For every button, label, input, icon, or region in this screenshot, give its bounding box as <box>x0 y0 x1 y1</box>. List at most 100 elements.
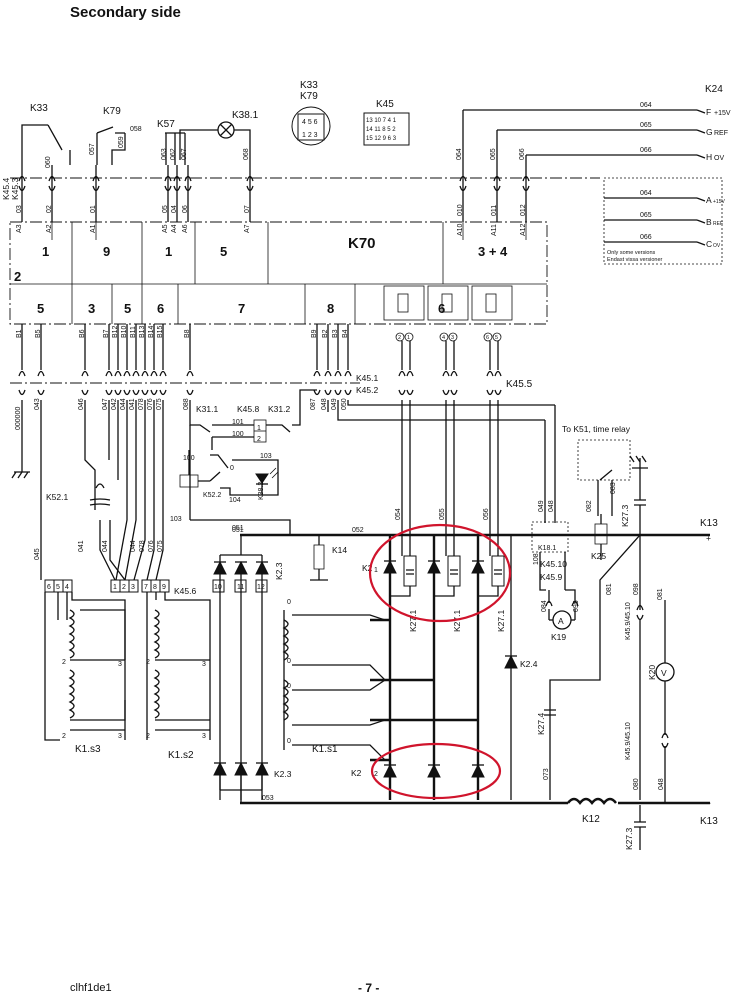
svg-text:A10: A10 <box>457 223 464 236</box>
k2-label-bottom: K2 <box>351 768 362 778</box>
svg-text:B: B <box>706 217 712 227</box>
k24-label: K24 <box>705 84 723 95</box>
svg-text:045: 045 <box>34 548 41 560</box>
page-title: Secondary side <box>70 4 181 21</box>
k52-1-transformer-wires <box>40 400 164 620</box>
svg-text:047: 047 <box>102 398 109 410</box>
svg-text:6: 6 <box>486 335 489 341</box>
svg-text:011: 011 <box>491 205 498 216</box>
svg-text:0: 0 <box>287 599 291 606</box>
svg-text:101: 101 <box>232 419 244 426</box>
svg-text:066: 066 <box>640 234 652 241</box>
svg-text:075: 075 <box>157 540 164 552</box>
svg-text:088: 088 <box>183 398 190 410</box>
svg-text:041: 041 <box>78 540 85 552</box>
svg-text:2: 2 <box>257 436 261 443</box>
k79-connector-icon: 4 5 6 1 2 3 <box>291 106 331 146</box>
k38-2-led-icon <box>255 467 279 485</box>
svg-text:081: 081 <box>657 588 664 600</box>
svg-text:10: 10 <box>214 584 222 591</box>
svg-text:3: 3 <box>451 335 454 341</box>
k79-pins-top: 4 5 6 <box>302 119 318 126</box>
svg-text:05: 05 <box>162 205 169 213</box>
svg-text:12: 12 <box>257 584 265 591</box>
svg-text:095: 095 <box>573 600 580 612</box>
svg-text:100: 100 <box>232 431 244 438</box>
svg-text:0: 0 <box>230 465 234 472</box>
svg-text:A1: A1 <box>90 224 97 233</box>
k2-lower-bridge <box>370 618 485 778</box>
lamp-icon <box>179 121 251 160</box>
k52-2-relay <box>179 450 279 496</box>
svg-text:2: 2 <box>62 733 66 740</box>
bottom-connectors <box>18 370 502 396</box>
to-k51-label: To K51, time relay <box>562 424 631 434</box>
k1-s1-transformer <box>282 610 386 761</box>
k19-label: K19 <box>551 632 566 642</box>
k14-label: K14 <box>332 545 347 555</box>
svg-text:2: 2 <box>146 733 150 740</box>
highlight-k2-lower <box>370 742 502 800</box>
svg-text:098: 098 <box>633 583 640 595</box>
k45-2-label: K45.2 <box>356 385 378 395</box>
k1-s3-label: K1.s3 <box>75 744 101 755</box>
svg-text:104: 104 <box>229 497 241 504</box>
k70-group-1b: 1 <box>165 244 172 259</box>
k45-6-label: K45.6 <box>174 586 196 596</box>
k13-label-bottom: K13 <box>700 816 718 827</box>
svg-text:108: 108 <box>533 553 540 565</box>
svg-text:087: 087 <box>310 398 317 410</box>
k79-label: K79 <box>103 106 121 117</box>
svg-text:A6: A6 <box>182 224 189 233</box>
top-wire-labels: 060 057 059 063 062 067 068 064 065 066 <box>45 136 526 168</box>
svg-text:3: 3 <box>202 661 206 668</box>
svg-text:1: 1 <box>374 567 378 574</box>
svg-text:065: 065 <box>640 212 652 219</box>
svg-text:3: 3 <box>202 733 206 740</box>
k45-4-label: K45.4 <box>1 178 11 200</box>
svg-text:02: 02 <box>46 205 53 213</box>
k33-k79-label-a: K33 <box>300 80 318 91</box>
svg-text:3: 3 <box>118 733 122 740</box>
k2-3-label-top: K2.3 <box>274 562 284 580</box>
svg-text:B9: B9 <box>311 329 318 338</box>
k70-lower-8: 8 <box>327 301 334 316</box>
svg-text:057: 057 <box>89 143 96 155</box>
svg-text:B5: B5 <box>35 329 42 338</box>
svg-text:062: 062 <box>170 148 177 160</box>
svg-text:048: 048 <box>548 500 555 512</box>
svg-text:075: 075 <box>156 398 163 410</box>
svg-text:B12: B12 <box>112 325 119 338</box>
svg-text:2: 2 <box>62 659 66 666</box>
k27-1-label-c: K27.1 <box>496 610 506 632</box>
k14-component <box>310 535 328 581</box>
k2-label-top: K2 <box>362 563 373 573</box>
svg-text:A4: A4 <box>171 224 178 233</box>
footer-code: clhf1de1 <box>70 982 112 994</box>
k45-9-label: K45.9 <box>540 572 562 582</box>
svg-text:A2: A2 <box>46 224 53 233</box>
k2-upper-bridge <box>383 400 505 800</box>
svg-text:A5: A5 <box>162 224 169 233</box>
svg-text:054: 054 <box>395 508 402 520</box>
k70-bottom-wires <box>21 324 499 370</box>
svg-text:065: 065 <box>490 148 497 160</box>
svg-text:076: 076 <box>148 540 155 552</box>
svg-text:03: 03 <box>16 205 23 213</box>
k38-1-label: K38.1 <box>232 110 259 121</box>
svg-text:1: 1 <box>407 335 410 341</box>
svg-text:A11: A11 <box>491 224 498 236</box>
k52-1-label: K52.1 <box>46 492 68 502</box>
k24-wire-065: 065 <box>640 122 652 129</box>
k24-pin-h: H <box>706 152 712 162</box>
k45-5-label: K45.5 <box>506 379 533 390</box>
svg-text:083: 083 <box>610 482 617 494</box>
plus-label: + <box>706 533 711 543</box>
svg-text:B13: B13 <box>139 325 146 338</box>
svg-text:B15: B15 <box>157 325 164 338</box>
svg-text:078: 078 <box>138 398 145 410</box>
svg-text:100: 100 <box>183 455 195 462</box>
k52-2-label: K52.2 <box>203 492 221 499</box>
k70-group-5: 5 <box>220 244 227 259</box>
